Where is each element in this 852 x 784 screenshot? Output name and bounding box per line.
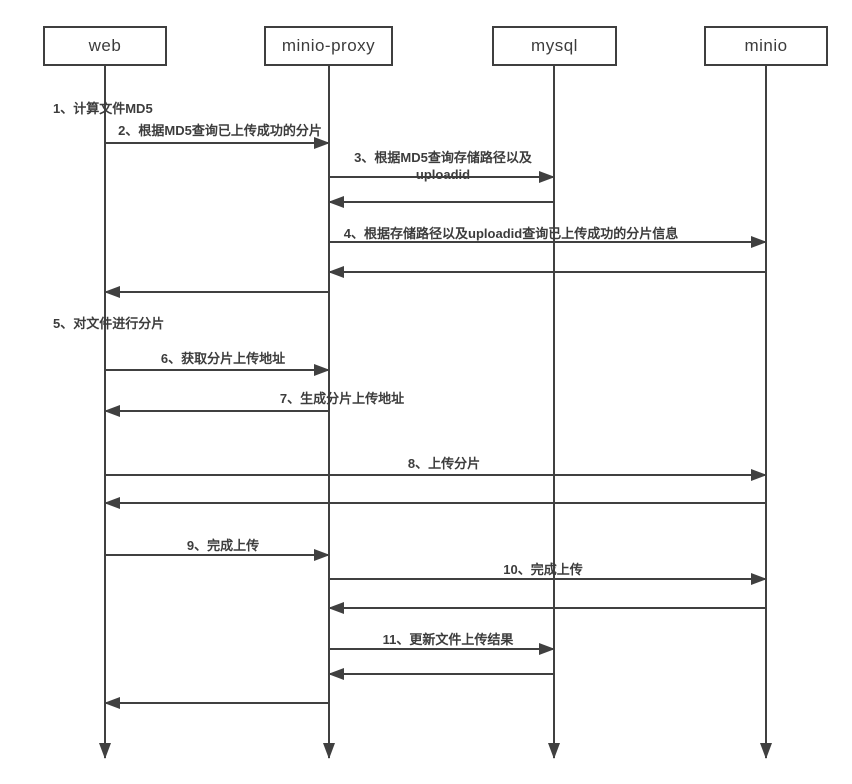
label-msg3-line2: uploadid	[415, 167, 471, 182]
participant-mysql: mysql	[492, 26, 617, 66]
participant-label: minio	[744, 36, 788, 55]
label-msg3: 3、根据MD5查询存储路径以及 uploadid	[354, 149, 532, 183]
label-msg4: 4、根据存储路径以及uploadid查询已上传成功的分片信息	[343, 226, 679, 241]
participant-web: web	[43, 26, 167, 66]
label-msg6: 6、获取分片上传地址	[160, 351, 286, 366]
participant-label: mysql	[531, 36, 578, 55]
participant-minio: minio	[704, 26, 828, 66]
participant-minio-proxy: minio-proxy	[264, 26, 393, 66]
label-msg8: 8、上传分片	[407, 456, 481, 471]
label-msg10: 10、完成上传	[503, 562, 583, 577]
note-step5: 5、对文件进行分片	[53, 316, 165, 331]
label-msg2: 2、根据MD5查询已上传成功的分片	[118, 123, 322, 138]
participant-label: web	[88, 36, 122, 55]
label-msg9: 9、完成上传	[186, 538, 260, 553]
message-arrows	[104, 137, 767, 709]
label-msg11: 11、更新文件上传结果	[382, 632, 514, 647]
participant-label: minio-proxy	[281, 36, 376, 55]
label-msg3-line1: 3、根据MD5查询存储路径以及	[354, 150, 532, 165]
note-step1: 1、计算文件MD5	[53, 101, 153, 116]
label-msg7: 7、生成分片上传地址	[279, 391, 405, 406]
